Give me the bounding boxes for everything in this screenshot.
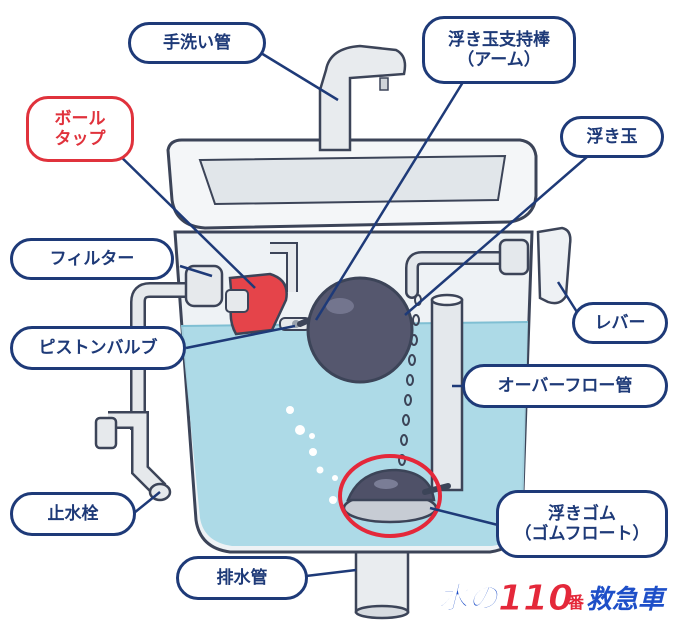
label-rubber-float: 浮きゴム （ゴムフロート）: [496, 490, 668, 558]
label-overflow-pipe-text: オーバーフロー管: [497, 375, 633, 396]
label-rubber-float-line2: （ゴムフロート）: [514, 524, 650, 544]
float-ball: [306, 276, 414, 384]
mizu-110-logo: 水の 110 番 救急車: [438, 578, 669, 620]
logo-110: 110: [498, 578, 573, 619]
label-drain-pipe-text: 排水管: [216, 567, 268, 588]
label-hand-wash-pipe-text: 手洗い管: [163, 32, 231, 53]
label-float-arm-line1: 浮き玉支持棒: [448, 29, 550, 50]
ball-tap-body: [225, 242, 298, 336]
logo-ban: 番: [567, 593, 585, 612]
label-stop-valve-text: 止水栓: [47, 503, 99, 524]
tank-lid: [166, 138, 538, 230]
label-float-arm: 浮き玉支持棒 （アーム）: [422, 16, 576, 84]
rubber-float-highlight: [338, 454, 442, 538]
supply-pipe: [130, 264, 224, 430]
label-piston-valve: ピストンバルブ: [10, 326, 186, 370]
label-ball-tap-line2: タップ: [54, 129, 106, 149]
label-lever: レバー: [572, 302, 668, 344]
stop-valve: [94, 411, 172, 502]
label-hand-wash-pipe: 手洗い管: [128, 22, 266, 64]
label-ball-tap-line1: ボール: [54, 108, 106, 129]
rubber-float: [342, 468, 451, 524]
label-float-ball-text: 浮き玉: [586, 126, 638, 147]
label-rubber-float-line1: 浮きゴム: [547, 503, 616, 524]
label-piston-valve-text: ピストンバルブ: [38, 337, 158, 358]
hand-wash-faucet: [318, 44, 407, 152]
label-float-ball: 浮き玉: [560, 116, 664, 158]
lever-arm: [405, 238, 530, 299]
overflow-pipe: [430, 293, 464, 492]
label-lever-text: レバー: [594, 312, 646, 333]
leader-lines: [111, 48, 589, 578]
label-float-arm-line2: （アーム）: [457, 50, 541, 70]
label-filter-text: フィルター: [49, 248, 135, 269]
label-filter: フィルター: [10, 238, 174, 280]
logo-kyukyusha: 救急車: [586, 585, 668, 615]
label-stop-valve: 止水栓: [10, 492, 136, 536]
label-drain-pipe: 排水管: [176, 556, 308, 600]
label-overflow-pipe: オーバーフロー管: [462, 364, 668, 408]
label-ball-tap: ボール タップ: [26, 96, 134, 162]
logo-mizu-no: 水の: [438, 581, 500, 616]
